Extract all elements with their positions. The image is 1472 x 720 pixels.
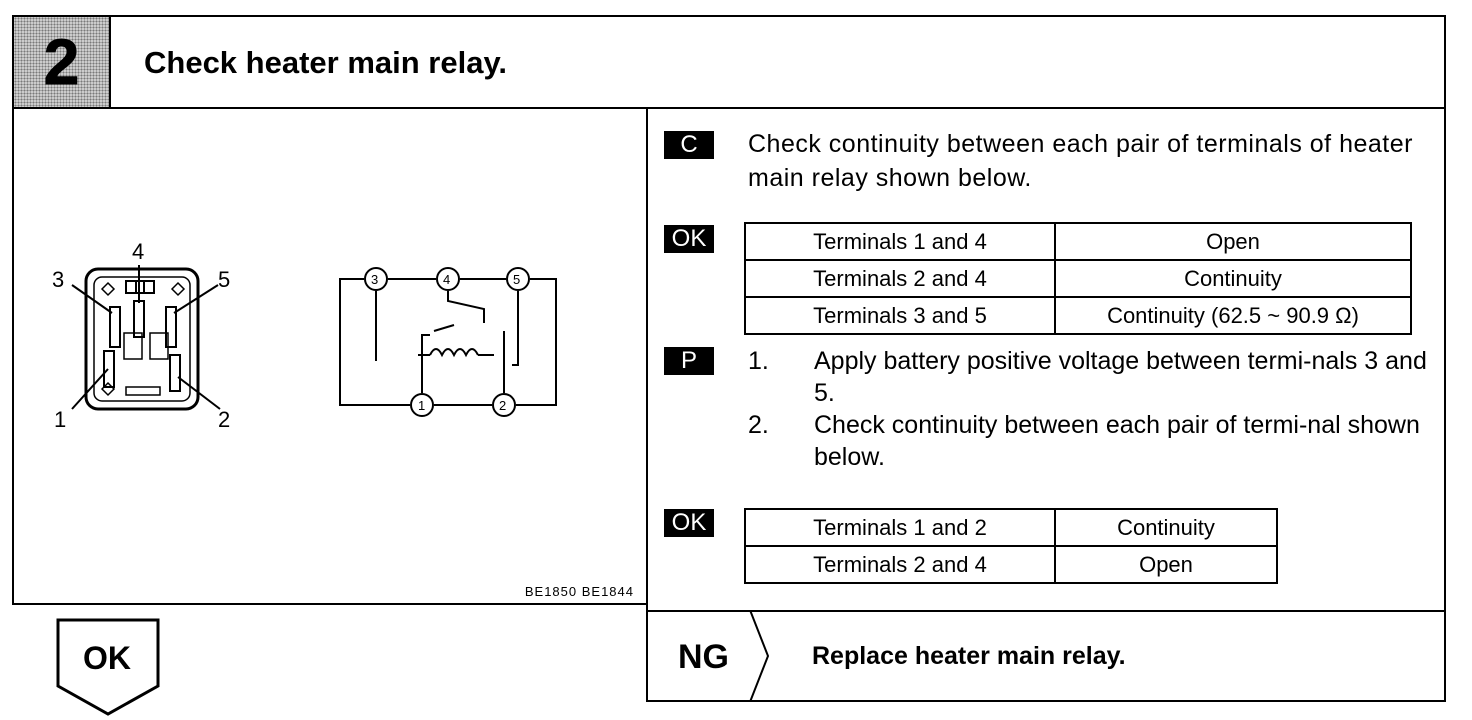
list-item: 1. Apply battery positive voltage betwee…: [748, 345, 1438, 409]
tag-p: P: [664, 347, 714, 375]
table-cell: Continuity: [1054, 259, 1412, 298]
result-table-1: Terminals 1 and 4 Open Terminals 2 and 4…: [744, 222, 1412, 335]
step-index: 1.: [748, 347, 769, 375]
table-cell: Open: [1054, 545, 1278, 584]
table-cell: Open: [1054, 222, 1412, 261]
ng-action-text: Replace heater main relay.: [812, 642, 1126, 670]
figure-code: BE1850 BE1844: [524, 584, 634, 599]
schematic-label-5: 5: [513, 272, 520, 287]
connector-label-5: 5: [218, 267, 230, 292]
table-row: Terminals 1 and 2 Continuity: [744, 508, 1278, 547]
table-cell: Terminals 3 and 5: [744, 296, 1056, 335]
step-index: 2.: [748, 411, 769, 439]
table-cell: Terminals 2 and 4: [744, 259, 1056, 298]
check-instruction: Check continuity between each pair of te…: [748, 130, 1413, 192]
schematic-label-1: 1: [418, 398, 425, 413]
ok-arrow-shape: [56, 618, 160, 716]
step-text: Check continuity between each pair of te…: [814, 411, 1420, 471]
connector-label-2: 2: [218, 407, 230, 432]
table-cell: Continuity (62.5 ~ 90.9 Ω): [1054, 296, 1412, 335]
connector-label-3: 3: [52, 267, 64, 292]
step-number-box: 2: [14, 17, 111, 107]
figure-panel: 4 3 5 1 2 3 4 5 1 2 BE1850 BE1844: [12, 107, 648, 605]
tag-ok-2: OK: [664, 509, 714, 537]
tag-ok-1: OK: [664, 225, 714, 253]
table-row: Terminals 2 and 4 Open: [744, 545, 1278, 584]
step-text: Apply battery positive voltage between t…: [814, 347, 1427, 407]
schematic-label-2: 2: [499, 398, 506, 413]
step-header: 2 Check heater main relay.: [12, 15, 1446, 109]
table-row: Terminals 1 and 4 Open: [744, 222, 1412, 261]
table-cell: Continuity: [1054, 508, 1278, 547]
table-row: Terminals 2 and 4 Continuity: [744, 259, 1412, 298]
table-cell: Terminals 1 and 4: [744, 222, 1056, 261]
relay-connector-drawing: 4 3 5 1 2: [52, 239, 230, 432]
ok-label: OK: [83, 640, 131, 676]
instruction-panel: C Check continuity between each pair of …: [646, 107, 1446, 612]
list-item: 2. Check continuity between each pair of…: [748, 409, 1438, 473]
connector-label-1: 1: [54, 407, 66, 432]
schematic-label-4: 4: [443, 272, 450, 287]
ng-panel: NG Replace heater main relay.: [646, 610, 1446, 702]
relay-schematic-drawing: 3 4 5 1 2: [339, 267, 557, 417]
table-cell: Terminals 1 and 2: [744, 508, 1056, 547]
ng-label: NG: [678, 638, 729, 676]
page-title: Check heater main relay.: [144, 45, 507, 80]
schematic-label-3: 3: [371, 272, 378, 287]
result-table-2: Terminals 1 and 2 Continuity Terminals 2…: [744, 508, 1278, 584]
table-cell: Terminals 2 and 4: [744, 545, 1056, 584]
step-number: 2: [43, 26, 80, 98]
procedure-steps: 1. Apply battery positive voltage betwee…: [748, 345, 1438, 473]
table-row: Terminals 3 and 5 Continuity (62.5 ~ 90.…: [744, 296, 1412, 335]
chevron-right-icon: [749, 610, 770, 702]
tag-c: C: [664, 131, 714, 159]
connector-label-4: 4: [132, 239, 144, 264]
